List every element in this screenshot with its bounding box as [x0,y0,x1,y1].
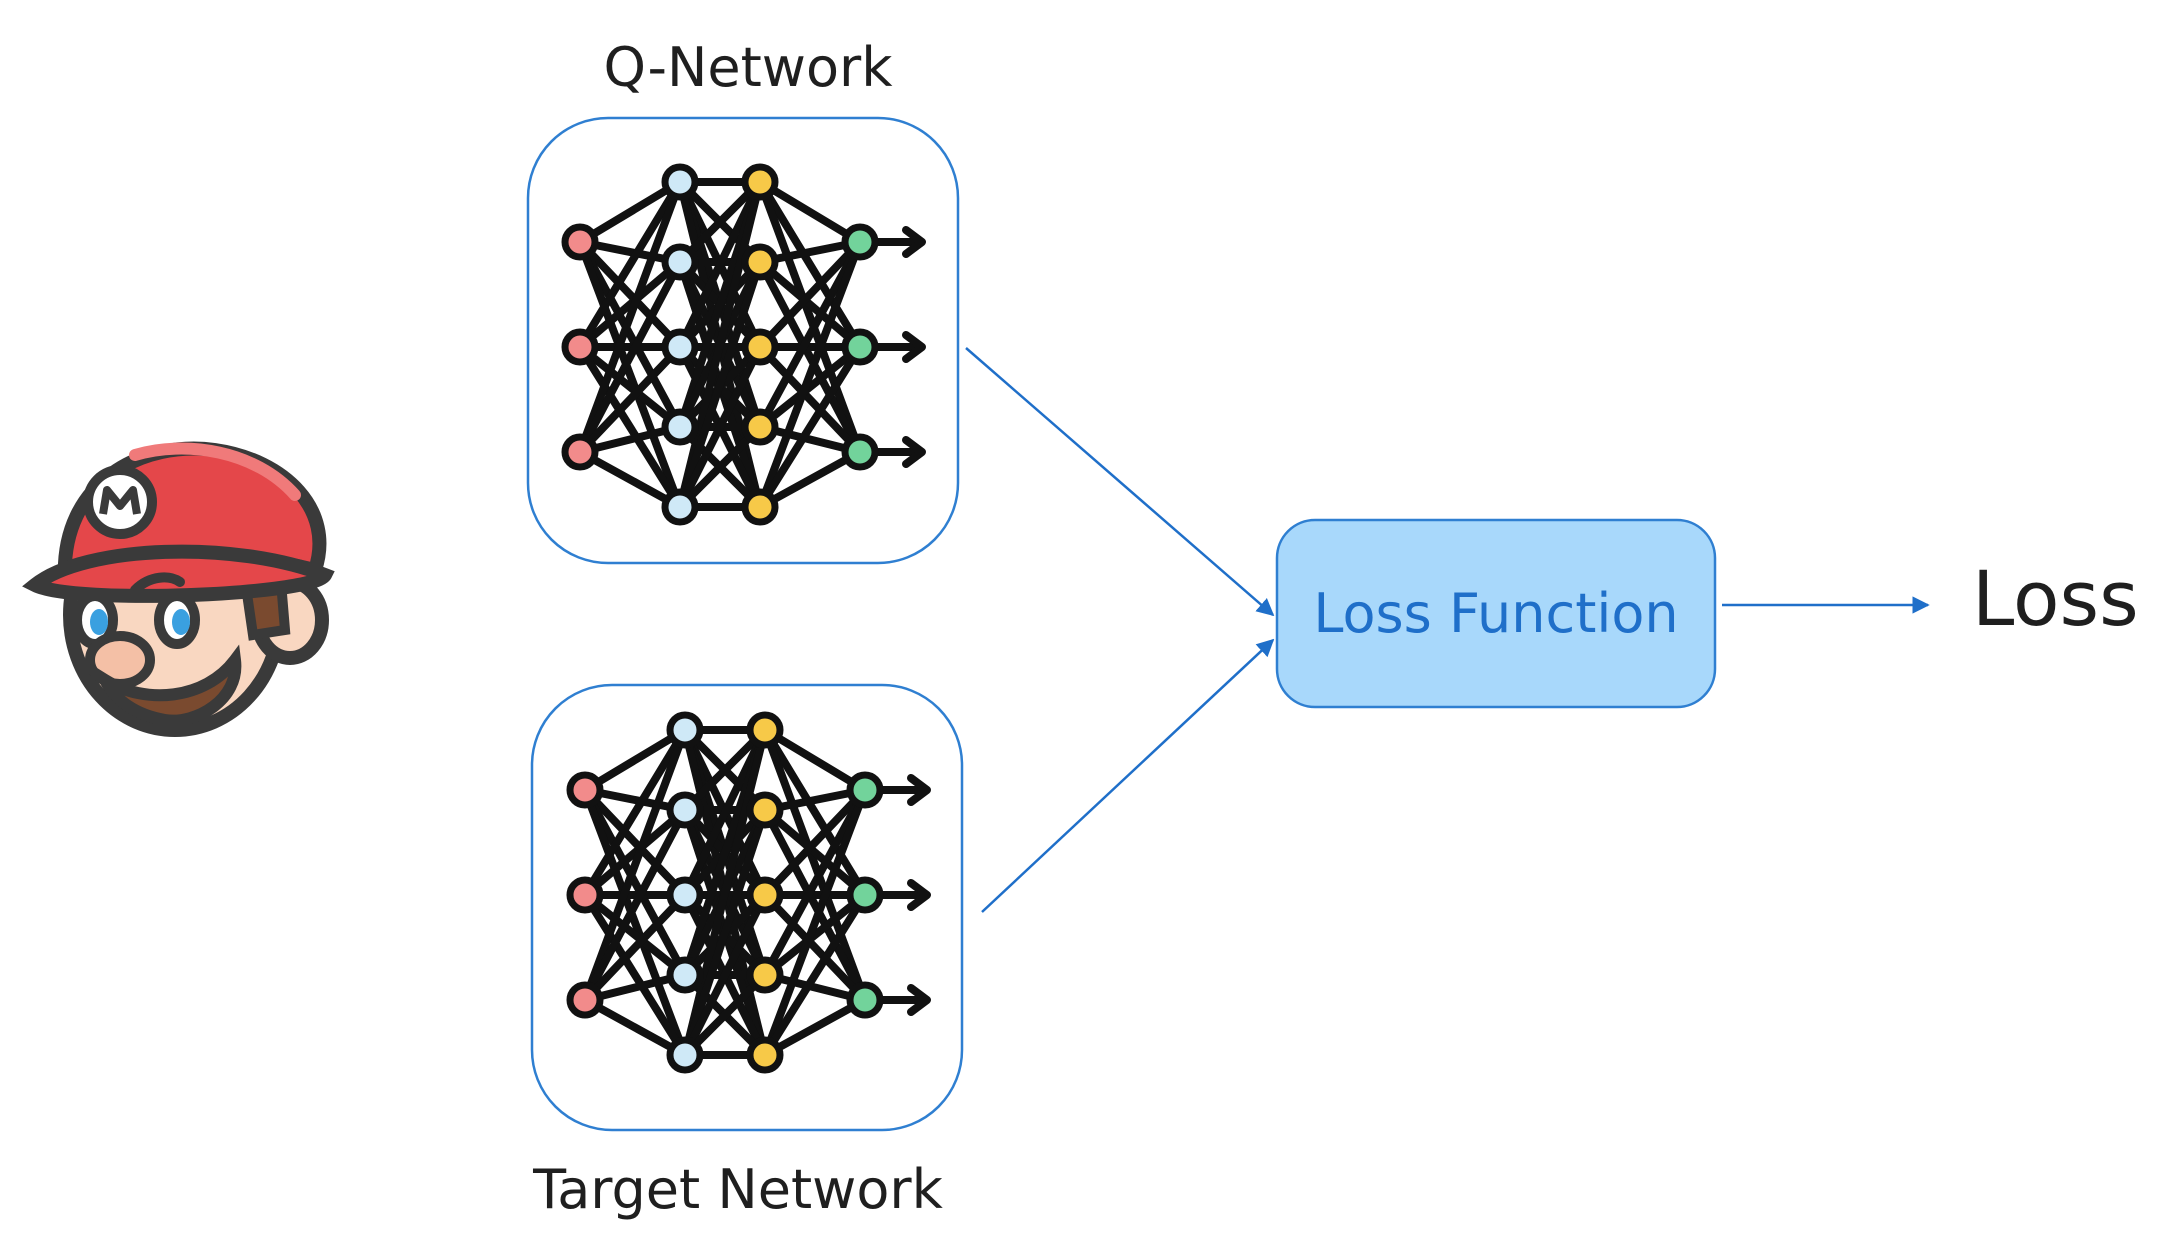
network-node [666,876,704,914]
network-node [746,876,784,914]
network-node [661,488,699,526]
network-node [666,956,704,994]
target-network-title: Target Network [532,1158,943,1221]
loss-output-label: Loss [1972,554,2139,643]
network-node [846,771,884,809]
network-node [746,711,784,749]
network-node [561,433,599,471]
q-network-to-loss-arrow [965,347,1275,617]
q-network-title: Q-Network [604,36,894,99]
network-node [741,328,779,366]
network-node [566,771,604,809]
loss-function-box [1275,518,1717,709]
network-node [841,433,879,471]
network-node [666,791,704,829]
network-node [566,981,604,1019]
network-node [841,223,879,261]
mario-head-icon [22,441,335,737]
loss-function-label: Loss Function [1313,582,1678,645]
network-node [561,223,599,261]
network-node [841,328,879,366]
network-nodes [561,163,879,526]
network-node [666,1036,704,1074]
network-node [746,1036,784,1074]
target-network-neural-net-icon [566,711,931,1074]
q-network-neural-net-icon [561,163,926,526]
network-node [561,328,599,366]
network-node [741,163,779,201]
network-nodes [566,711,884,1074]
network-node [741,408,779,446]
network-node [741,243,779,281]
network-node [666,711,704,749]
network-node [846,876,884,914]
network-node [746,791,784,829]
network-node [661,408,699,446]
target-network-to-loss-arrow [981,638,1275,913]
network-node [741,488,779,526]
network-node [746,956,784,994]
network-node [566,876,604,914]
network-node [661,328,699,366]
network-node [661,243,699,281]
network-node [661,163,699,201]
network-node [846,981,884,1019]
